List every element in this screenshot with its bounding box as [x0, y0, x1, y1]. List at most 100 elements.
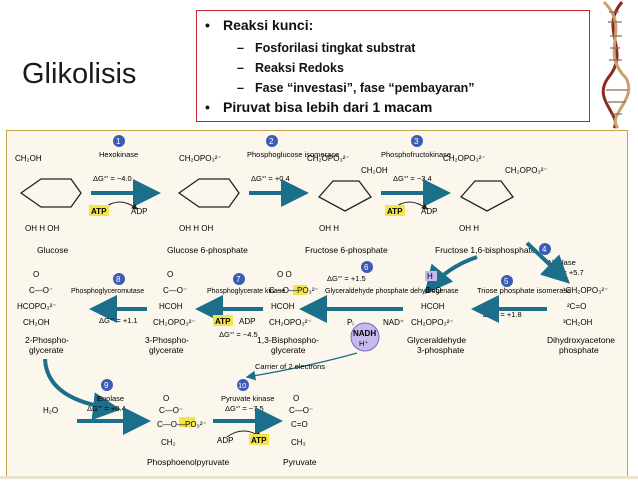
pep-po3-box	[179, 417, 195, 427]
f16bp-structure	[459, 180, 514, 212]
label-glucose: Glucose	[37, 245, 68, 255]
step-1-num: 1	[116, 137, 121, 146]
f6p-structure	[317, 180, 372, 212]
step-10-adp: ADP	[217, 436, 233, 445]
bullet-main-1: • Reaksi kunci:	[205, 17, 313, 33]
gap-co: C=O	[425, 286, 442, 295]
step-6-num: 6	[364, 263, 369, 272]
bpg-hcoh: HCOH	[271, 302, 295, 311]
step-7-circle	[233, 273, 245, 285]
step-6-enzyme: Glyceraldehyde phosphate dehydrogenase	[325, 288, 459, 295]
bullet-main-1-text: Reaksi kunci:	[223, 17, 314, 33]
bullet-main-2: • Piruvat bisa lebih dari 1 macam	[205, 99, 432, 115]
step-10-dg: ΔG°' = −7.5	[225, 404, 264, 413]
f16bp-ch2opo3-left: CH₂OPO₃²⁻	[443, 154, 486, 163]
label-gap-1: Glyceraldehyde	[407, 335, 466, 345]
f6p-ch2oh: CH₂OH	[361, 166, 388, 175]
pep-coo: C—O⁻	[159, 406, 183, 415]
pep-ch2: CH₂	[161, 438, 176, 447]
step-5-enzyme: Triose phosphate isomerase	[477, 286, 571, 295]
pyr-co: C=O	[291, 420, 308, 429]
gap-h: H	[427, 272, 433, 281]
step-10-atp: ATP	[251, 436, 267, 445]
step-1-adp: ADP	[131, 207, 147, 216]
label-g6p: Glucose 6-phosphate	[167, 245, 248, 255]
pg3-ch2opo3: CH₂OPO₃²⁻	[153, 318, 196, 327]
sub-bullet-1-text: Fosforilasi tingkat substrat	[255, 41, 416, 55]
label-f6p: Fructose 6-phosphate	[305, 245, 388, 255]
label-bpg-1: 1,3-Bisphospho-	[257, 335, 319, 345]
bpg-c-o-po3: C—O—PO₃²⁻	[269, 286, 319, 295]
step-7-num: 7	[236, 275, 241, 284]
step-1-dg: ΔG°' = −4.0	[93, 174, 132, 183]
sub-bullet-2: –Reaksi Redoks	[237, 61, 344, 75]
carrier-arrow	[245, 352, 358, 381]
step-8-enzyme: Phosphoglyceromutase	[71, 288, 144, 295]
g6p-oh-row: OH H OH	[179, 224, 213, 233]
pg3-coo: C—O⁻	[163, 286, 187, 295]
label-pg2-2: glycerate	[29, 345, 64, 355]
glucose-structure	[19, 178, 82, 208]
step-10-circle	[237, 379, 249, 391]
pg2-hcopo3: HCOPO₃²⁻	[17, 302, 56, 311]
dhap-ch2oh: ³CH₂OH	[563, 318, 593, 327]
label-pg2-1: 2-Phospho-	[25, 335, 69, 345]
step-7-adp: ADP	[239, 317, 255, 326]
step-5-dg: ΔG°' = +1.8	[483, 310, 522, 319]
step-2-circle	[266, 135, 278, 147]
label-gap-2: 3-phosphate	[417, 345, 465, 355]
bullet-main-2-text: Piruvat bisa lebih dari 1 macam	[223, 99, 433, 115]
step-7-atp: ATP	[215, 317, 231, 326]
step-3-enzyme: Phosphofructokinase	[381, 150, 451, 159]
step-2-dg: ΔG°' = +0.4	[251, 174, 290, 183]
pg2-ch2oh: CH₂OH	[23, 318, 50, 327]
sub-bullet-3: –Fase “investasi”, fase “pembayaran”	[237, 81, 475, 95]
label-pg3-2: glycerate	[149, 345, 184, 355]
pyr-coo: C—O⁻	[289, 406, 313, 415]
step-6-dg: ΔG°' = +1.5	[327, 274, 366, 283]
sub-bullet-2-text: Reaksi Redoks	[255, 61, 344, 75]
pep-o: O	[163, 394, 169, 403]
pyr-o: O	[293, 394, 299, 403]
label-bpg-2: glycerate	[271, 345, 306, 355]
glucose-oh-row: OH H OH	[25, 224, 59, 233]
bpg-po3-box	[293, 285, 307, 295]
label-pep: Phosphoenolpyruvate	[147, 457, 230, 467]
g6p-structure	[177, 178, 240, 208]
bpg-o: O O	[277, 270, 292, 279]
f6p-ch2opo3: CH₂OPO₃²⁻	[307, 154, 350, 163]
step-8-num: 8	[116, 275, 121, 284]
f16bp-ch2opo3-right: CH₂OPO₃²⁻	[505, 166, 548, 175]
step-4-arrow-gap	[424, 255, 478, 295]
step-4-arrow-dhap	[525, 241, 570, 284]
pep-c-o-po3: C—O—PO₃²⁻	[157, 420, 207, 429]
step-5-circle	[501, 275, 513, 287]
step-2-enzyme: Phosphoglucose isomerase	[247, 150, 339, 159]
nadh-bubble	[350, 322, 380, 352]
bullet-dot: •	[205, 17, 210, 33]
bullet-dot: •	[205, 99, 210, 115]
glycolysis-figure: CH₂OH OH H OH Glucose CH₂OPO₃²⁻ OH H OH …	[6, 130, 628, 477]
step-2-num: 2	[269, 137, 274, 146]
f16bp-oh-row: OH H	[459, 224, 479, 233]
dna-helix-decoration	[601, 0, 630, 130]
pg2-coo: C—O⁻	[29, 286, 53, 295]
step-8-circle	[113, 273, 125, 285]
step-3-adp: ADP	[421, 207, 437, 216]
carrier-label: Carrier of 2 electrons	[255, 362, 325, 371]
pg2-o: O	[33, 270, 39, 279]
step-3-atp: ATP	[387, 207, 403, 216]
label-f16bp: Fructose 1,6-bisphosphate	[435, 245, 536, 255]
step-4-circle	[539, 243, 551, 255]
step-7-dg: ΔG°' = −4.5	[219, 330, 258, 339]
label-dhap-1: Dihydroxyacetone	[547, 335, 615, 345]
step-6-nad: NAD⁺	[383, 318, 404, 327]
label-pg3-1: 3-Phospho-	[145, 335, 189, 345]
step-1-atp: ATP	[91, 207, 107, 216]
sub-dash: –	[237, 41, 244, 55]
f6p-oh-row: OH H	[319, 224, 339, 233]
step-9-num: 9	[104, 381, 109, 390]
step-1-circle	[113, 135, 125, 147]
step-9-h2o: H₂O	[43, 406, 58, 415]
step-3-num: 3	[414, 137, 419, 146]
